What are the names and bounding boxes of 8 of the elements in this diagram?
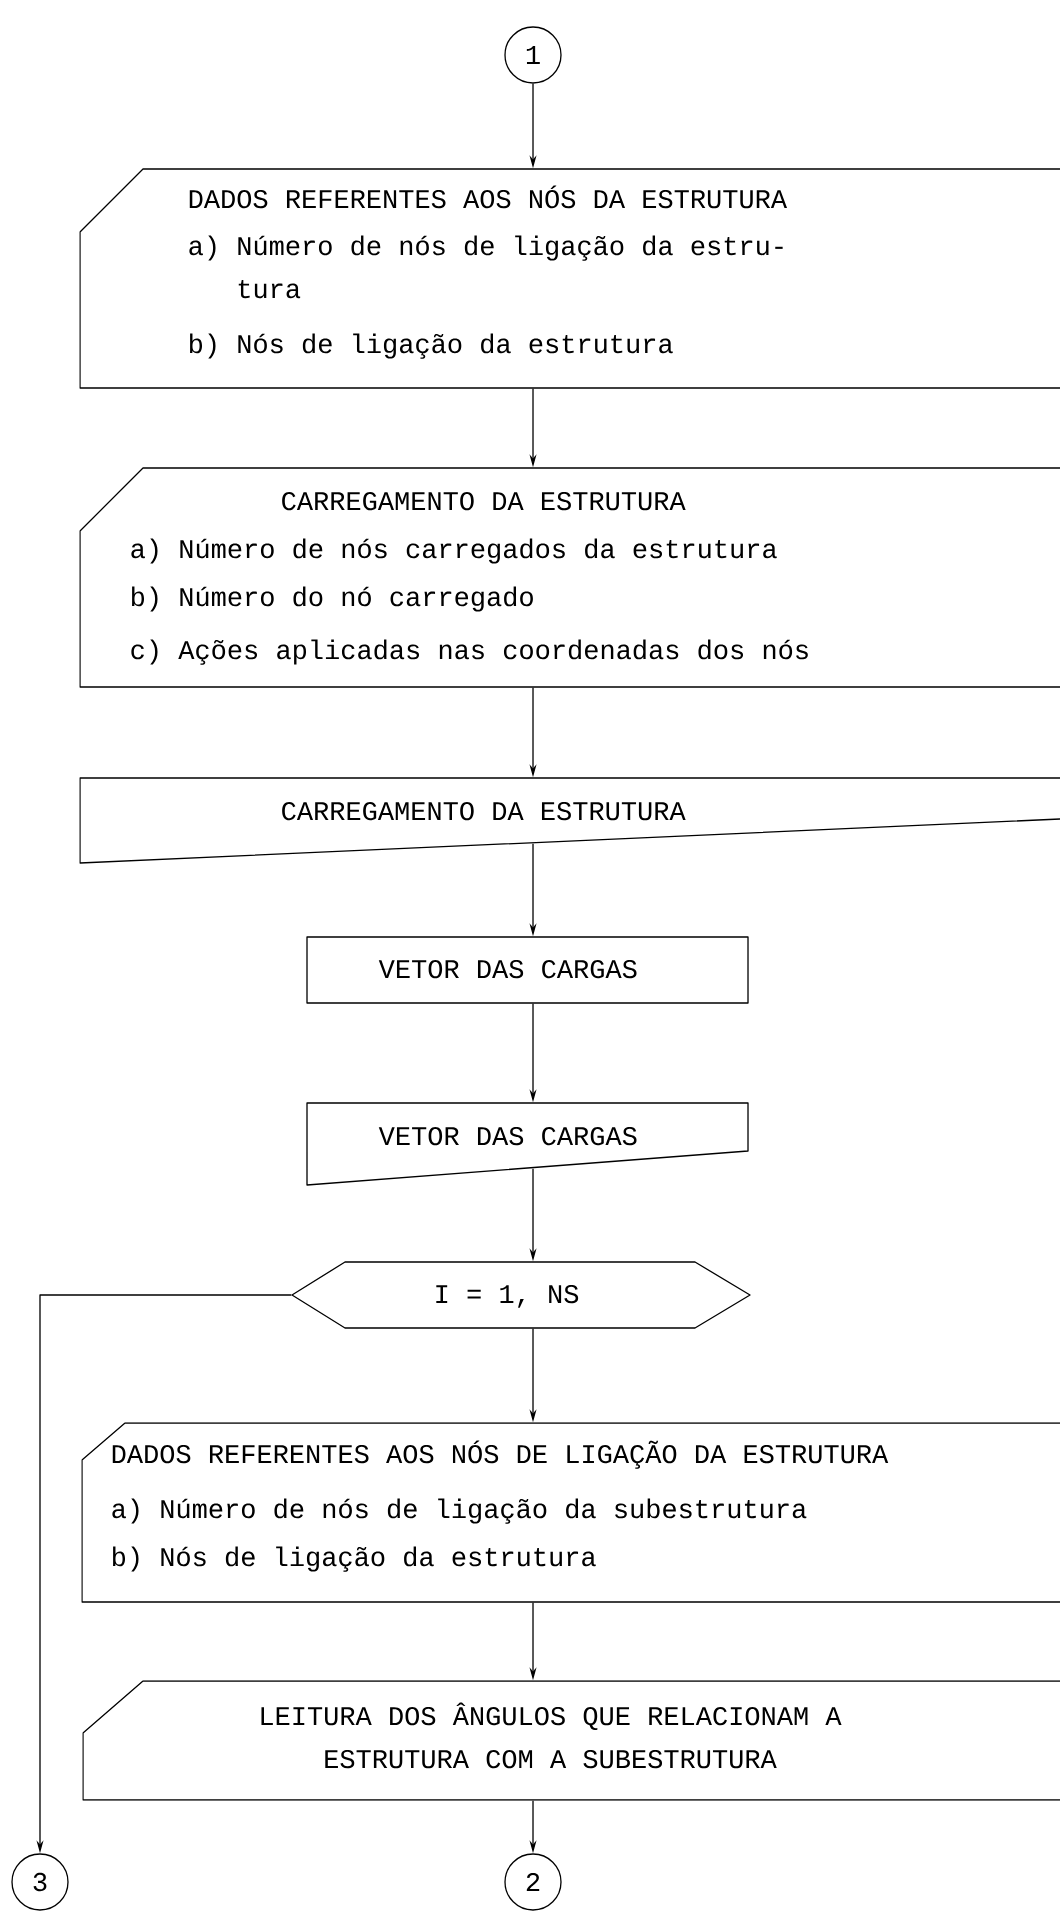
process-box: VETOR DAS CARGAS <box>306 936 749 1004</box>
input-box: DADOS REFERENTES AOS NÓS DA ESTRUTURA a) Número de nós de ligação da estru- tura b) Nós de ligação da estrutura <box>79 168 1060 389</box>
manual-input-box: CARREGAMENTO DA ESTRUTURA <box>79 777 1060 864</box>
input-box: CARREGAMENTO DA ESTRUTURA a) Número de nós carregados da estrutura b) Número do nó carregado c) Ações aplicadas nas coordenadas dos nós <box>79 467 1060 688</box>
loop-hexagon: I = 1, NS <box>291 1261 751 1329</box>
manual-input-box: VETOR DAS CARGAS <box>306 1102 749 1186</box>
input-box: DADOS REFERENTES AOS NÓS DE LIGAÇÃO DA ESTRUTURA a) Número de nós de ligação da subestrutura b) Nós de ligação da estrutura <box>81 1422 1060 1603</box>
input-box: LEITURA DOS ÂNGULOS QUE RELACIONAM A ESTRUTURA COM A SUBESTRUTURA <box>82 1680 1060 1801</box>
